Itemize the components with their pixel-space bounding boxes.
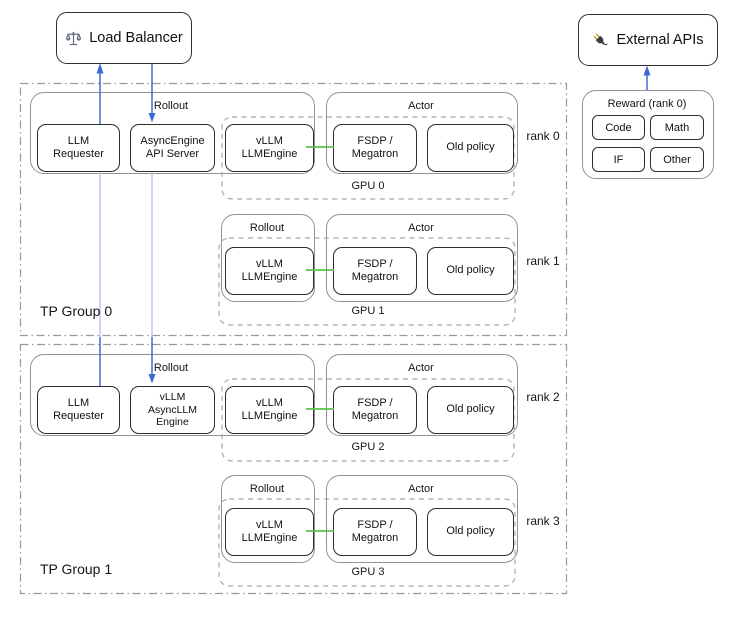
load-balancer-label: Load Balancer — [89, 30, 183, 46]
actor-label-rank2: Actor — [408, 362, 434, 374]
rank-1-label: rank 1 — [526, 254, 560, 268]
rank-0-label: rank 0 — [526, 129, 560, 143]
node-vllm-llmengine-rank1: vLLM LLMEngine — [225, 247, 314, 295]
node-vllm-asyncllm-engine: vLLM AsyncLLM Engine — [130, 386, 215, 434]
external-apis-label: External APIs — [616, 32, 704, 48]
tp-group-1-label: TP Group 1 — [40, 561, 113, 577]
node-llm-requester-rank0: LLM Requester — [37, 124, 120, 172]
node-vllm-llmengine-rank3: vLLM LLMEngine — [225, 508, 314, 556]
rollout-label-rank0: Rollout — [153, 100, 189, 112]
arrowhead-up-lb — [96, 63, 104, 74]
node-vllm-llmengine-rank0: vLLM LLMEngine — [225, 124, 314, 172]
gpu-3-label: GPU 3 — [351, 566, 385, 578]
arrowhead-up-apis — [643, 65, 651, 76]
tp-group-0-label: TP Group 0 — [40, 303, 113, 319]
node-fsdp-megatron-rank3: FSDP / Megatron — [333, 508, 417, 556]
load-balancer-box: Load Balancer — [56, 12, 192, 64]
node-old-policy-rank2: Old policy — [427, 386, 514, 434]
external-apis-box: External APIs — [578, 14, 718, 66]
actor-label-rank3: Actor — [408, 483, 434, 495]
reward-item-if: IF — [592, 147, 645, 172]
node-asyncengine-api-server: AsyncEngine API Server — [130, 124, 215, 172]
node-llm-requester-rank2: LLM Requester — [37, 386, 120, 434]
node-vllm-llmengine-rank2: vLLM LLMEngine — [225, 386, 314, 434]
rollout-label-rank1: Rollout — [249, 222, 285, 234]
actor-label-rank0: Actor — [408, 100, 434, 112]
gpu-1-label: GPU 1 — [351, 305, 385, 317]
balance-scale-icon — [65, 30, 82, 47]
rollout-label-rank2: Rollout — [153, 362, 189, 374]
gpu-0-label: GPU 0 — [351, 180, 385, 192]
node-fsdp-megatron-rank1: FSDP / Megatron — [333, 247, 417, 295]
actor-label-rank1: Actor — [408, 222, 434, 234]
reward-item-math: Math — [650, 115, 704, 140]
reward-item-code: Code — [592, 115, 645, 140]
reward-item-other: Other — [650, 147, 704, 172]
node-old-policy-rank0: Old policy — [427, 124, 514, 172]
rank-2-label: rank 2 — [526, 390, 560, 404]
gpu-2-label: GPU 2 — [351, 441, 385, 453]
node-old-policy-rank3: Old policy — [427, 508, 514, 556]
rank-3-label: rank 3 — [526, 514, 560, 528]
node-old-policy-rank1: Old policy — [427, 247, 514, 295]
node-fsdp-megatron-rank2: FSDP / Megatron — [333, 386, 417, 434]
reward-title: Reward (rank 0) — [607, 98, 687, 110]
node-fsdp-megatron-rank0: FSDP / Megatron — [333, 124, 417, 172]
plug-icon — [592, 32, 609, 49]
rollout-label-rank3: Rollout — [249, 483, 285, 495]
